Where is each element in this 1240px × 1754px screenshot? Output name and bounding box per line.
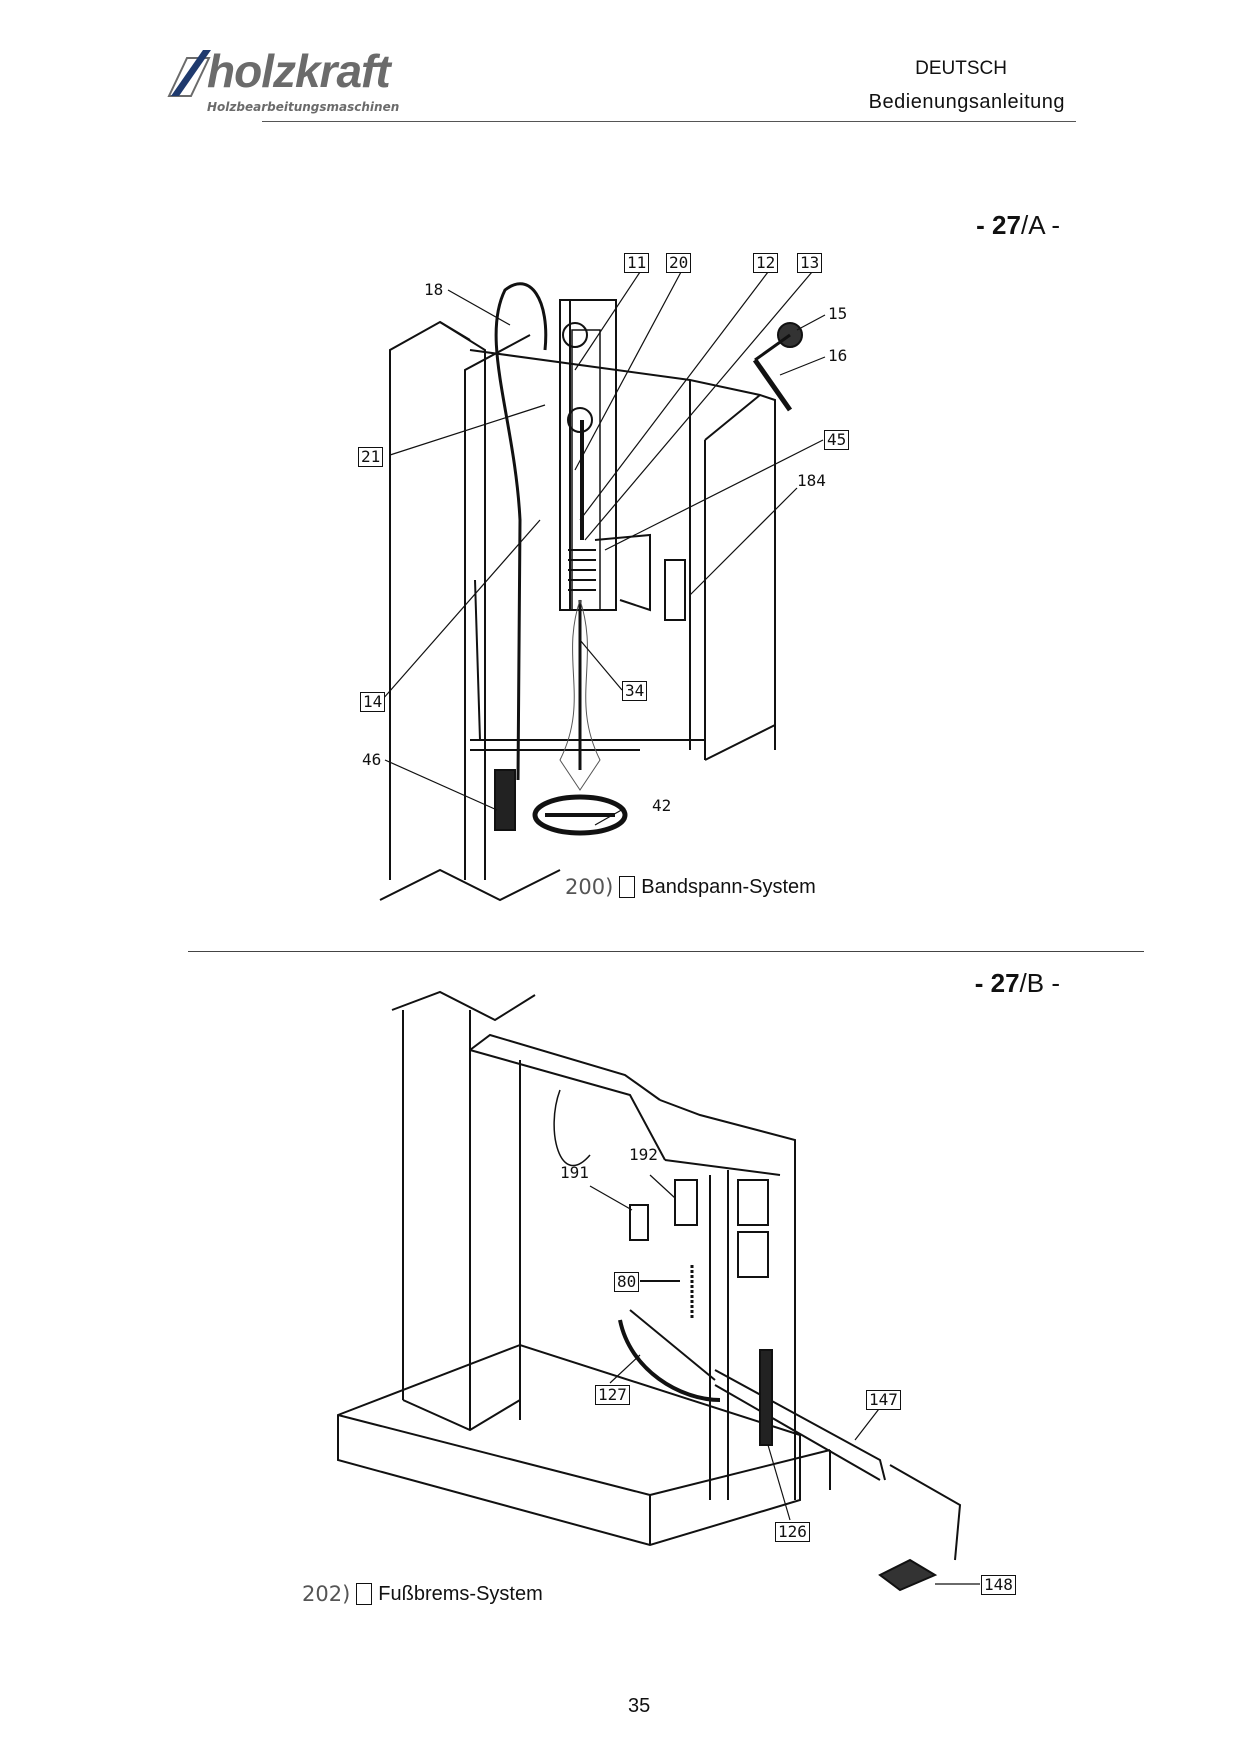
callout-184: 184 — [797, 471, 826, 490]
tension-system-illustration — [379, 282, 803, 902]
logo-mark-icon — [167, 50, 211, 97]
figure-number-27a: - 27/A - — [976, 210, 1060, 240]
caption-text: Fußbrems-System — [378, 1583, 543, 1605]
callout-34: 34 — [622, 681, 648, 701]
figure-caption-27b: 202) Fußbrems-System — [302, 1582, 543, 1606]
callout-147: 147 — [866, 1390, 901, 1410]
header-language: DEUTSCH — [915, 58, 1007, 79]
callout-42: 42 — [652, 796, 672, 815]
callout-18: 18 — [424, 280, 444, 299]
callout-192: 192 — [629, 1145, 658, 1164]
callout-15: 15 — [828, 304, 848, 323]
callout-46: 46 — [362, 750, 382, 769]
callout-191: 191 — [560, 1163, 589, 1182]
figure-number-bold: - 27 — [974, 968, 1020, 998]
callout-126: 126 — [775, 1522, 810, 1542]
callout-13: 13 — [797, 253, 823, 273]
callout-16: 16 — [828, 346, 848, 365]
callout-14: 14 — [360, 692, 386, 712]
foot-brake-illustration — [337, 990, 962, 1592]
callout-21: 21 — [358, 447, 384, 467]
figure-number-27b: - 27/B - — [975, 968, 1060, 998]
callout-12: 12 — [753, 253, 779, 273]
caption-number: 202) — [302, 1582, 351, 1606]
header-divider — [262, 121, 1076, 122]
figure-number-bold: - 27 — [976, 210, 1021, 240]
callout-20: 20 — [666, 253, 692, 273]
figure-number-suffix: /A - — [1020, 210, 1060, 240]
header-document-type: Bedienungsanleitung — [868, 91, 1065, 113]
callout-127: 127 — [595, 1385, 630, 1405]
caption-text: Bandspann-System — [641, 876, 816, 898]
section-divider — [188, 951, 1144, 952]
figure-number-suffix: /B - — [1019, 968, 1060, 998]
leader-lines-27a — [381, 271, 826, 826]
callout-45: 45 — [824, 430, 850, 450]
figure-caption-27a: 200) Bandspann-System — [565, 875, 816, 899]
checkbox-glyph-icon — [619, 876, 636, 898]
checkbox-glyph-icon — [356, 1583, 373, 1605]
page-number: 35 — [628, 1695, 651, 1717]
callout-148: 148 — [981, 1575, 1016, 1595]
logo-wordmark: holzkraft — [207, 45, 391, 97]
callout-11: 11 — [624, 253, 650, 273]
leader-lines-27b — [589, 1174, 980, 1585]
caption-number: 200) — [565, 875, 614, 899]
logo-tagline: Holzbearbeitungsmaschinen — [207, 100, 400, 114]
callout-80: 80 — [614, 1272, 640, 1292]
holzkraft-logo: holzkraft Holzbearbeitungsmaschinen — [165, 48, 495, 120]
